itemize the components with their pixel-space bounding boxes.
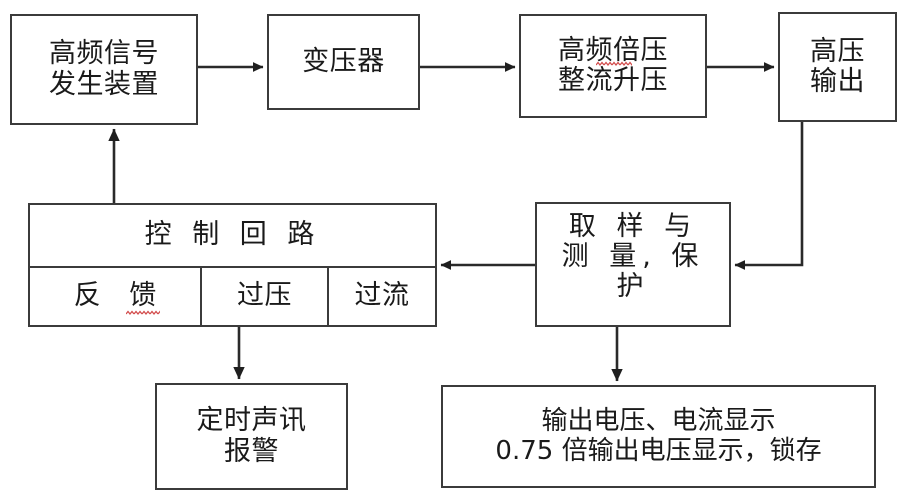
block-label-line2: 整流升压 (558, 65, 668, 96)
block-control-circuit[interactable]: 控 制 回 路 反 馈 过压 过流 (28, 203, 437, 327)
control-cell-feedback[interactable]: 反 馈 (73, 280, 167, 312)
control-circuit-cells: 反 馈 过压 过流 (30, 266, 435, 325)
block-label-line1: 取 样 与 (568, 211, 698, 242)
control-cell-overvoltage[interactable]: 过压 (200, 268, 327, 325)
block-label-line1: 高压 (810, 35, 865, 67)
block-label-line2: 报警 (224, 435, 279, 467)
block-high-voltage-output[interactable]: 高压 输出 (778, 12, 897, 122)
block-label-line1: 高频信号 (49, 38, 159, 70)
block-label-line1: 定时声讯 (196, 405, 307, 437)
block-label-line3: 护 (616, 271, 650, 303)
block-timed-audio-alarm[interactable]: 定时声讯 报警 (155, 383, 348, 490)
block-hf-voltage-multiplier-rectifier[interactable]: 高频倍压 整流升压 (519, 14, 707, 118)
block-label-line2: 输出 (810, 66, 865, 97)
block-label-line2: 测 量, 保 (561, 241, 705, 273)
block-transformer[interactable]: 变压器 (267, 14, 420, 110)
block-sampling-measurement-protection[interactable]: 取 样 与 测 量, 保 护 (535, 202, 731, 327)
connector-hvoutput-to-sampling (734, 122, 804, 270)
block-label-line1: 输出电压、电流显示 (541, 406, 776, 437)
block-label-line1: 高频倍压 (558, 34, 668, 66)
control-circuit-header: 控 制 回 路 (144, 219, 321, 251)
block-voltage-current-display-latch[interactable]: 输出电压、电流显示 0.75 倍输出电压显示，锁存 (441, 385, 876, 488)
block-label-line2: 0.75 倍输出电压显示，锁存 (495, 435, 822, 466)
block-label-line2: 发生装置 (49, 68, 159, 100)
control-cell-overcurrent[interactable]: 过流 (327, 268, 435, 325)
block-high-frequency-signal-generator[interactable]: 高频信号 发生装置 (10, 14, 198, 125)
block-label-line1: 变压器 (302, 45, 385, 77)
